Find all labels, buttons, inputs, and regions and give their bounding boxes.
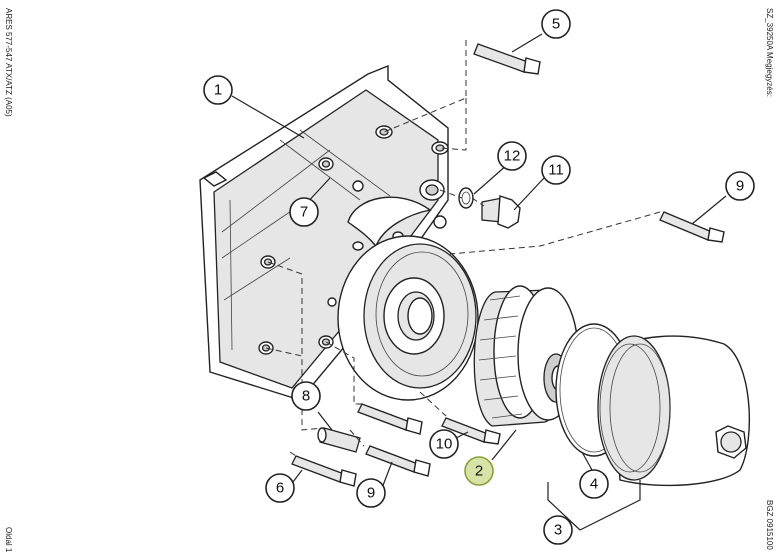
assembly-lines [265,40,661,457]
callout-10-label: 10 [436,436,453,453]
bolt-5 [473,43,541,75]
callout-4: 4 [579,469,609,499]
callout-2-label: 2 [475,463,483,480]
callout-4-label: 4 [590,476,598,493]
callout-7-label: 7 [300,204,308,221]
bolt-9-right [659,211,725,243]
oil-channel [347,196,432,248]
doc-id-text: ARES 577-547 ATX/ATZ (A05) [4,8,13,117]
callout-2: 2 [464,456,494,486]
callout-11: 11 [541,155,571,185]
filter-head-flange [337,235,479,401]
callout-6-label: 6 [276,480,284,497]
callout-3-label: 3 [554,522,562,539]
bolt-9-lower [365,445,431,477]
callout-9-right-label: 9 [736,178,744,195]
callout-12: 12 [497,141,527,171]
figure-note-text: SZ_39250A Megjegyzés: [765,8,774,97]
drain-plug [481,195,521,229]
callout-9-lower: 9 [356,478,386,508]
housing-plate [199,64,449,401]
callout-8-label: 8 [302,388,310,405]
callout-1: 1 [203,75,233,105]
callout-7: 7 [289,197,319,227]
bolt-upper-left [357,403,423,435]
callout-6: 6 [265,473,295,503]
page-number-text: Oldal 1 [4,527,13,553]
filter-cover [597,335,751,487]
callout-11-label: 11 [548,162,564,179]
callout-8: 8 [291,381,321,411]
figure-code-text: BGZ 0915100 [765,500,774,550]
sealing-washer [458,187,474,209]
callout-5: 5 [541,9,571,39]
bolt-10 [441,417,501,445]
callout-5-label: 5 [552,16,560,33]
callout-3: 3 [543,515,573,545]
bolt-6 [291,455,357,487]
callout-1-label: 1 [214,82,222,99]
callout-9-lower-label: 9 [367,485,375,502]
callout-12-label: 12 [504,148,521,165]
leader-lines [231,33,727,531]
callout-10: 10 [429,429,459,459]
callout-9-right: 9 [725,171,755,201]
sleeve-8 [317,427,361,453]
